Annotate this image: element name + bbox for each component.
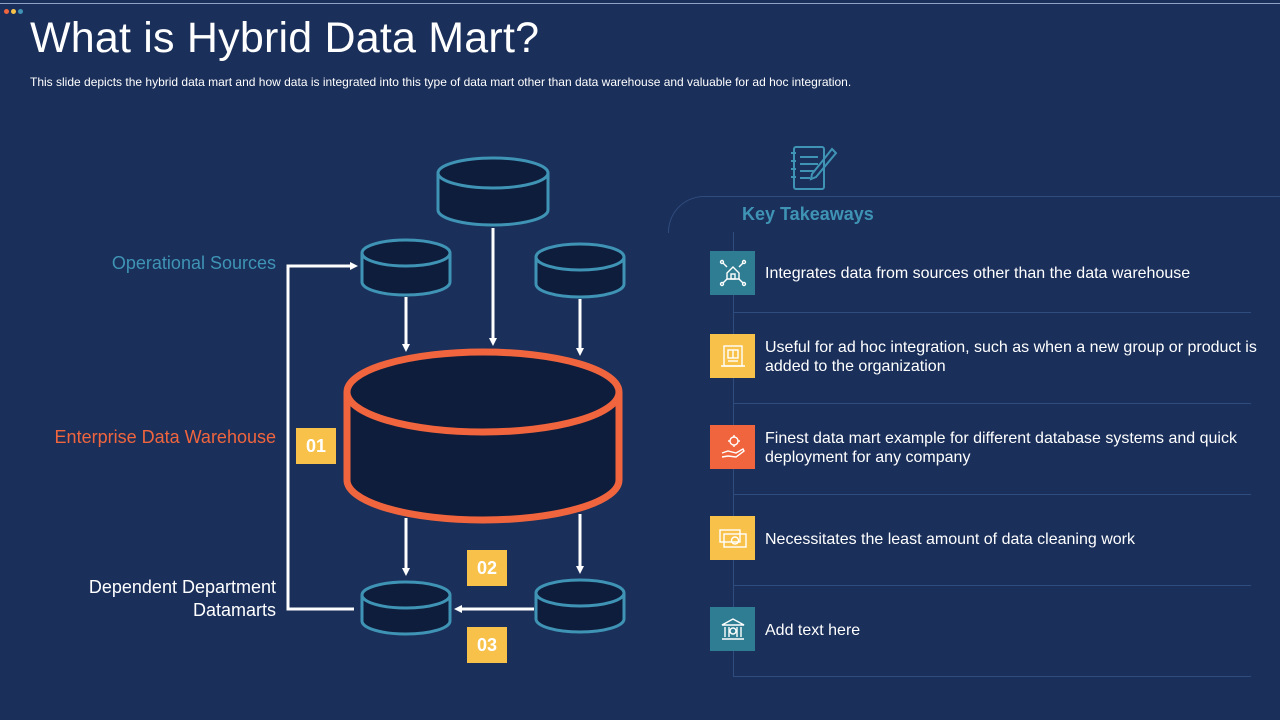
separator [733, 312, 1251, 313]
window-dots [4, 1, 25, 19]
takeaway-text-2: Useful for ad hoc integration, such as w… [765, 339, 1257, 375]
dependent-datamarts-label-line1: Dependent Department [88, 577, 276, 597]
enterprise-warehouse-cylinder [343, 348, 623, 524]
flow-arrows [286, 228, 584, 613]
left-datamart-database [360, 580, 452, 636]
separator [733, 585, 1251, 586]
slide-title: What is Hybrid Data Mart? [30, 14, 540, 62]
takeaway-text-4: Necessitates the least amount of data cl… [765, 531, 1135, 548]
right-datamart-database [534, 578, 626, 634]
step-badge-02: 02 [467, 550, 507, 586]
operational-sources-label: Operational Sources [111, 253, 276, 273]
dependent-datamarts-label-line2: Datamarts [192, 600, 276, 620]
slide-subtitle: This slide depicts the hybrid data mart … [30, 75, 852, 89]
notepad-icon [790, 143, 838, 198]
top-rule [0, 3, 1280, 4]
takeaway-text-1: Integrates data from sources other than … [765, 265, 1191, 282]
network-house-icon [710, 251, 755, 295]
bank-icon [710, 607, 755, 651]
separator [733, 676, 1251, 677]
dependent-datamarts-label: Dependent Department Datamarts [16, 576, 276, 622]
step-badge-03: 03 [467, 627, 507, 663]
hand-gear-icon [710, 425, 755, 469]
separator [733, 494, 1251, 495]
right-source-database [534, 242, 626, 299]
money-icon [710, 516, 755, 560]
step-badge-01: 01 [296, 428, 336, 464]
blueprint-icon [710, 334, 755, 378]
left-source-database [360, 238, 452, 297]
takeaway-text-3: Finest data mart example for different d… [765, 430, 1237, 466]
enterprise-data-warehouse-label: Enterprise Data Warehouse [54, 427, 276, 447]
top-source-database [436, 156, 550, 227]
separator [733, 403, 1251, 404]
key-takeaways-title: Key Takeaways [742, 204, 874, 224]
takeaway-text-5: Add text here [765, 622, 861, 639]
